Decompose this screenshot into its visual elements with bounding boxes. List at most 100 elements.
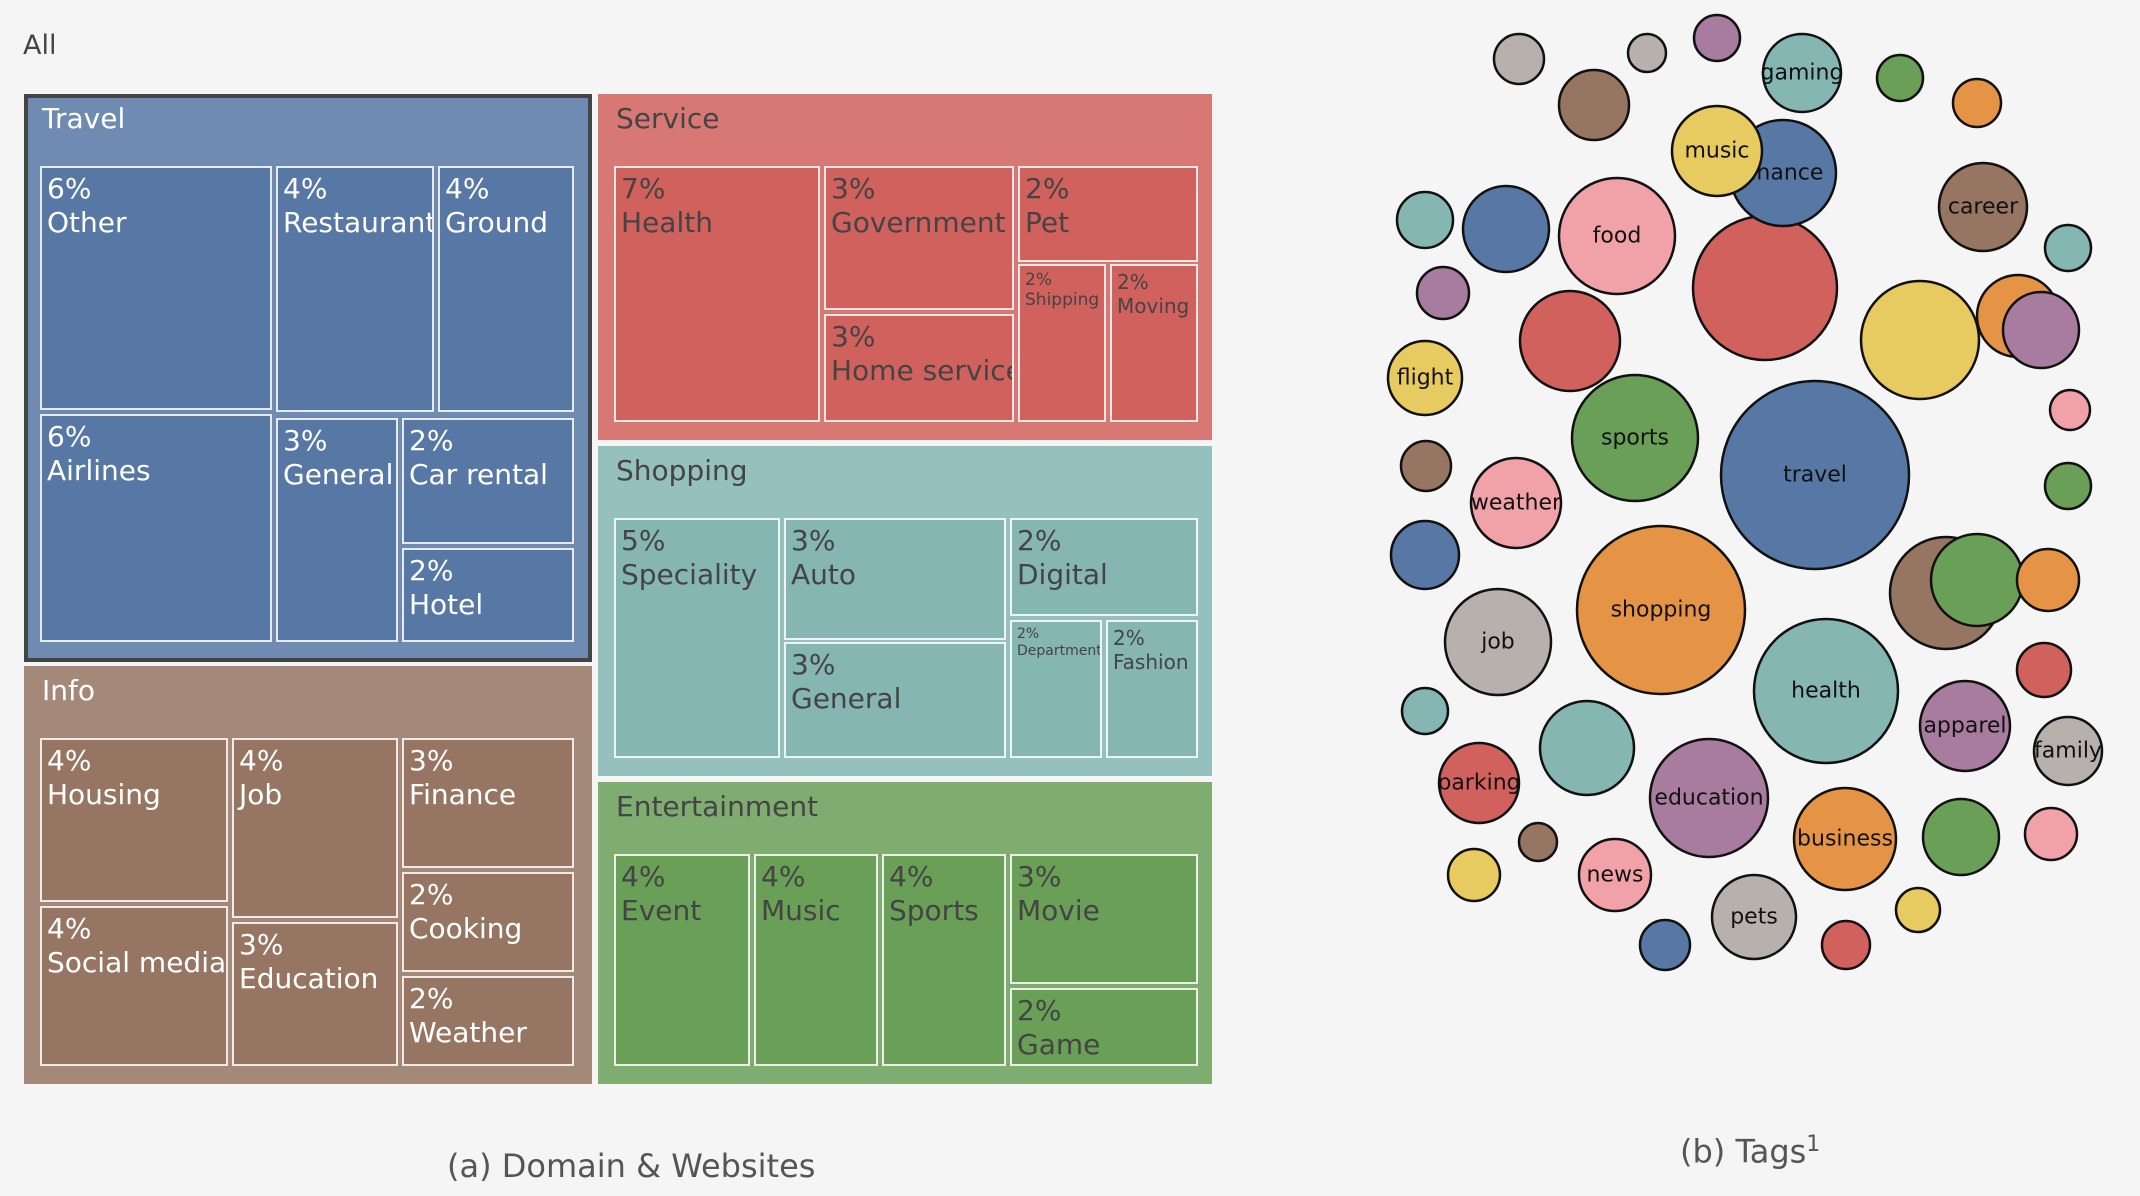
treemap-leaf-entertainment-movie[interactable]: 3%Movie bbox=[1010, 854, 1198, 984]
treemap-leaf-label: Finance bbox=[409, 777, 517, 811]
bubble-education[interactable]: education bbox=[1648, 737, 1770, 859]
bubble-unlabeled-47[interactable] bbox=[1894, 886, 1942, 934]
bubble-unlabeled-35[interactable] bbox=[2043, 461, 2093, 511]
treemap-leaf-info-finance[interactable]: 3%Finance bbox=[402, 738, 574, 868]
bubble-unlabeled-50[interactable] bbox=[2043, 223, 2093, 273]
bubble-unlabeled-32[interactable] bbox=[1395, 190, 1455, 250]
bubble-label: gaming bbox=[1761, 61, 1844, 86]
bubble-label: flight bbox=[1397, 366, 1454, 391]
treemap-leaf-label: Restaurant bbox=[283, 205, 434, 239]
treemap-leaf-percent: 6% bbox=[47, 172, 92, 205]
bubble-label: apparel bbox=[1923, 714, 2006, 739]
bubble-unlabeled-31[interactable] bbox=[2015, 547, 2081, 613]
bubble-food[interactable]: food bbox=[1557, 176, 1677, 296]
treemap-leaf-travel-other[interactable]: 6%Other bbox=[40, 166, 272, 410]
treemap-leaf-travel-airlines[interactable]: 6%Airlines bbox=[40, 414, 272, 642]
treemap-leaf-service-government[interactable]: 3%Government bbox=[824, 166, 1014, 310]
bubble-career[interactable]: career bbox=[1937, 161, 2029, 253]
treemap-leaf-travel-restaurant[interactable]: 4%Restaurant bbox=[276, 166, 434, 412]
treemap-leaf-service-pet[interactable]: 2%Pet bbox=[1018, 166, 1198, 262]
treemap-leaf-travel-ground[interactable]: 4%Ground bbox=[438, 166, 574, 412]
bubble-apparel[interactable]: apparel bbox=[1918, 679, 2012, 773]
treemap-leaf-percent: 3% bbox=[409, 744, 454, 777]
bubble-unlabeled-41[interactable] bbox=[1400, 686, 1450, 736]
bubble-family[interactable]: family bbox=[2032, 715, 2104, 787]
bubble-unlabeled-42[interactable] bbox=[1626, 32, 1668, 74]
treemap-leaf-travel-car-rental[interactable]: 2%Car rental bbox=[402, 418, 574, 544]
treemap-leaf-percent: 2% bbox=[409, 982, 454, 1015]
treemap-leaf-percent: 2% bbox=[409, 424, 454, 457]
treemap-leaf-info-housing[interactable]: 4%Housing bbox=[40, 738, 228, 902]
treemap-leaf-shopping-digital[interactable]: 2%Digital bbox=[1010, 518, 1198, 616]
bubble-unlabeled-48[interactable] bbox=[1517, 821, 1559, 863]
treemap-leaf-info-social-media[interactable]: 4%Social media bbox=[40, 906, 228, 1066]
bubble-unlabeled-40[interactable] bbox=[1638, 918, 1692, 972]
bubble-travel[interactable]: travel bbox=[1719, 379, 1911, 571]
bubble-unlabeled-34[interactable] bbox=[1415, 265, 1471, 321]
bubble-news[interactable]: news bbox=[1577, 837, 1653, 913]
treemap-leaf-service-health[interactable]: 7%Health bbox=[614, 166, 820, 422]
bubble-parking[interactable]: parking bbox=[1437, 741, 1521, 825]
bubble-unlabeled-5[interactable] bbox=[1859, 279, 1981, 401]
bubble-gaming[interactable]: gaming bbox=[1761, 32, 1844, 114]
bubble-unlabeled-46[interactable] bbox=[1820, 919, 1872, 971]
treemap-leaf-travel-general[interactable]: 3%General bbox=[276, 418, 398, 642]
treemap-leaf-percent: 4% bbox=[239, 744, 284, 777]
bubble-shopping[interactable]: shopping bbox=[1575, 524, 1747, 696]
treemap-leaf-shopping-department[interactable]: 2%Department bbox=[1010, 620, 1102, 758]
treemap-leaf-label: General bbox=[283, 457, 394, 491]
bubble-health[interactable]: health bbox=[1752, 617, 1900, 765]
bubble-weather[interactable]: weather bbox=[1469, 456, 1563, 550]
treemap-root-label[interactable]: All bbox=[23, 30, 57, 61]
treemap-leaf-entertainment-game[interactable]: 2%Game bbox=[1010, 988, 1198, 1066]
bubble-unlabeled-38[interactable] bbox=[1446, 847, 1502, 903]
bubble-music[interactable]: music bbox=[1670, 104, 1764, 198]
treemap-leaf-info-job[interactable]: 4%Job bbox=[232, 738, 398, 918]
bubble-unlabeled-45[interactable] bbox=[2048, 388, 2092, 432]
treemap-leaf-travel-hotel[interactable]: 2%Hotel bbox=[402, 548, 574, 642]
bubble-unlabeled-36[interactable] bbox=[2023, 806, 2079, 862]
bubble-unlabeled-39[interactable] bbox=[1399, 439, 1453, 493]
bubble-unlabeled-43[interactable] bbox=[1692, 13, 1742, 63]
bubble-sports[interactable]: sports bbox=[1570, 373, 1700, 503]
treemap-leaf-shopping-auto[interactable]: 3%Auto bbox=[784, 518, 1006, 640]
bubble-unlabeled-33[interactable] bbox=[1492, 32, 1546, 86]
treemap-leaf-info-education[interactable]: 3%Education bbox=[232, 922, 398, 1066]
bubble-pets[interactable]: pets bbox=[1710, 873, 1798, 961]
bubble-job[interactable]: job bbox=[1443, 587, 1553, 697]
bubble-unlabeled-29[interactable] bbox=[1557, 68, 1631, 142]
treemap-leaf-service-shipping[interactable]: 2%Shipping bbox=[1018, 264, 1106, 422]
treemap-leaf-entertainment-music[interactable]: 4%Music bbox=[754, 854, 878, 1066]
treemap-leaf-service-moving[interactable]: 2%Moving bbox=[1110, 264, 1198, 422]
treemap-leaf-shopping-fashion[interactable]: 2%Fashion bbox=[1106, 620, 1198, 758]
treemap-leaf-percent: 3% bbox=[1017, 860, 1062, 893]
treemap-leaf-shopping-speciality[interactable]: 5%Speciality bbox=[614, 518, 780, 758]
bubble-unlabeled-24[interactable] bbox=[1921, 797, 2001, 877]
bubble-unlabeled-18[interactable] bbox=[1461, 184, 1551, 274]
bubble-label: job bbox=[1480, 630, 1515, 655]
bubble-unlabeled-12[interactable] bbox=[1518, 289, 1622, 393]
treemap-leaf-info-cooking[interactable]: 2%Cooking bbox=[402, 872, 574, 972]
bubble-circle bbox=[2032, 715, 2104, 787]
treemap-leaf-percent: 3% bbox=[791, 648, 836, 681]
treemap-leaf-info-weather[interactable]: 2%Weather bbox=[402, 976, 574, 1066]
bubble-unlabeled-49[interactable] bbox=[1951, 77, 2003, 129]
bubble-circle bbox=[1719, 379, 1911, 571]
treemap-leaf-shopping-general[interactable]: 3%General bbox=[784, 642, 1006, 758]
bubble-unlabeled-19[interactable] bbox=[1929, 532, 2025, 628]
bubble-unlabeled-30[interactable] bbox=[1389, 519, 1461, 591]
treemap-leaf-percent: 4% bbox=[621, 860, 666, 893]
bubble-business[interactable]: business bbox=[1792, 786, 1898, 892]
treemap-leaf-percent: 2% bbox=[1017, 626, 1040, 642]
bubble-flight[interactable]: flight bbox=[1386, 339, 1464, 417]
treemap-leaf-label: General bbox=[791, 681, 902, 715]
treemap-leaf-service-home-service[interactable]: 3%Home service bbox=[824, 314, 1014, 422]
bubble-unlabeled-23[interactable] bbox=[2001, 290, 2081, 370]
treemap-leaf-entertainment-sports[interactable]: 4%Sports bbox=[882, 854, 1006, 1066]
bubble-unlabeled-37[interactable] bbox=[2015, 641, 2073, 699]
bubble-circle bbox=[1538, 699, 1636, 797]
bubble-unlabeled-44[interactable] bbox=[1875, 53, 1925, 103]
treemap-leaf-entertainment-event[interactable]: 4%Event bbox=[614, 854, 750, 1066]
bubble-unlabeled-20[interactable] bbox=[1538, 699, 1636, 797]
bubble-unlabeled-3[interactable] bbox=[1691, 214, 1839, 362]
